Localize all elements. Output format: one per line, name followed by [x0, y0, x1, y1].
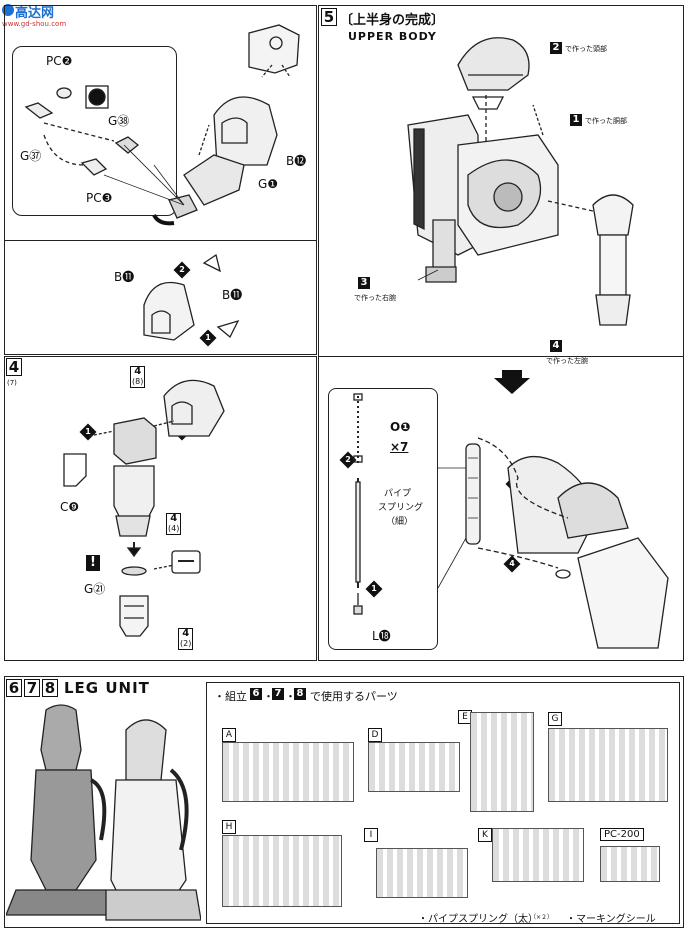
subassembly-box [12, 46, 177, 216]
label-o1: O❶ [390, 420, 411, 434]
runner-label-i: I [364, 828, 378, 842]
runner-d [368, 742, 460, 792]
runner-k [492, 828, 584, 882]
runner-label-k: K [478, 828, 492, 842]
label-g1: G❶ [258, 177, 279, 191]
label-pc3: PC❸ [86, 191, 113, 205]
parts-sep-2: ・ [285, 690, 296, 703]
step5-number: 5 [321, 8, 337, 26]
label-b11b: B⓫ [222, 288, 243, 302]
parts-title-suffix: で使用するパーツ [310, 690, 398, 703]
panel-leg-unit [4, 676, 684, 928]
down-arrow-icon [494, 370, 530, 394]
leg-assembly-drawing [63, 379, 225, 637]
runner-label-g: G [548, 712, 562, 726]
runner-h [222, 835, 342, 907]
leg-step-8: 8 [42, 679, 58, 697]
label-g38: G㊳ [108, 114, 130, 128]
callout-1-num: 1 [570, 114, 582, 126]
parts-sep-1: ・ [263, 690, 274, 703]
step5-subtitle: UPPER BODY [348, 30, 437, 43]
logo-text: 高达网 [15, 6, 55, 21]
callout-4-text: で作った左腕 [546, 357, 588, 365]
footer-count: （×２） [530, 914, 554, 921]
step4-sub: (7) [7, 379, 17, 387]
label-g21: G㉑ [84, 582, 106, 596]
parts-title-prefix: ・組立 [214, 690, 247, 703]
runner-label-e: E [458, 710, 472, 724]
runner-pc200 [600, 846, 660, 882]
leg-step-7: 7 [24, 679, 40, 697]
pc-label: PC-200 [600, 828, 644, 841]
callout-2-text: で作った頭部 [565, 45, 607, 53]
callout-3-text: で作った右腕 [354, 294, 396, 302]
ref-step4-b: 4(4) [166, 513, 182, 535]
label-b11a: B⓫ [114, 270, 135, 284]
spring-text-2: スプリング [378, 503, 424, 513]
runner-label-h: H [222, 820, 236, 834]
panel-upper-left [4, 5, 317, 355]
spring-text-3: （細） [386, 517, 414, 527]
warning-mark: ! [86, 555, 100, 571]
label-pc2: PC❷ [46, 54, 73, 68]
logo-icon [2, 4, 14, 16]
leg-step-6: 6 [6, 679, 22, 697]
callout-2-num: 2 [550, 42, 562, 54]
runner-i [376, 848, 468, 898]
label-b12: B⓬ [286, 154, 307, 168]
footer-seal: ・マーキングシール [566, 914, 656, 925]
parts-step-7: 7 [272, 688, 284, 700]
divider-line [4, 240, 317, 241]
label-c9: C❾ [60, 500, 80, 514]
callout-1-text: で作った胴部 [585, 117, 627, 125]
footer-spring: ・パイプスプリング（太） [418, 914, 538, 925]
step4-number: 4 [6, 358, 22, 376]
step5-divider [318, 356, 684, 357]
leg-unit-drawing [6, 704, 201, 921]
parts-step-8: 8 [294, 688, 306, 700]
runner-g [548, 728, 668, 802]
runner-label-d: D [368, 728, 382, 742]
watermark-logo: 高达网 www.gd-shou.com [2, 2, 68, 36]
panel-step5 [318, 5, 684, 661]
runner-a [222, 742, 354, 802]
label-x7: ×7 [390, 440, 409, 454]
ref-step4-a: 4(8) [130, 366, 146, 388]
ref-step4-c: 4(2) [178, 628, 194, 650]
panel-step4 [4, 356, 317, 661]
label-g37: G㊲ [20, 149, 42, 163]
upper-body-drawing [407, 37, 634, 326]
callout-4-num: 4 [550, 340, 562, 352]
step5-title: 〔上半身の完成〕 [340, 13, 445, 28]
spring-text-1: パイプ [384, 489, 412, 499]
label-l18: L⓲ [372, 629, 391, 643]
runner-e [470, 712, 534, 812]
runner-label-a: A [222, 728, 236, 742]
logo-url: www.gd-shou.com [2, 20, 67, 28]
callout-3-num: 3 [358, 277, 370, 289]
parts-frame [206, 682, 680, 924]
spring-box [328, 388, 438, 650]
spring-install-drawing [353, 393, 669, 649]
parts-step-6: 6 [250, 688, 262, 700]
head-assembly-drawing [24, 24, 300, 341]
leg-title: LEG UNIT [64, 679, 150, 697]
